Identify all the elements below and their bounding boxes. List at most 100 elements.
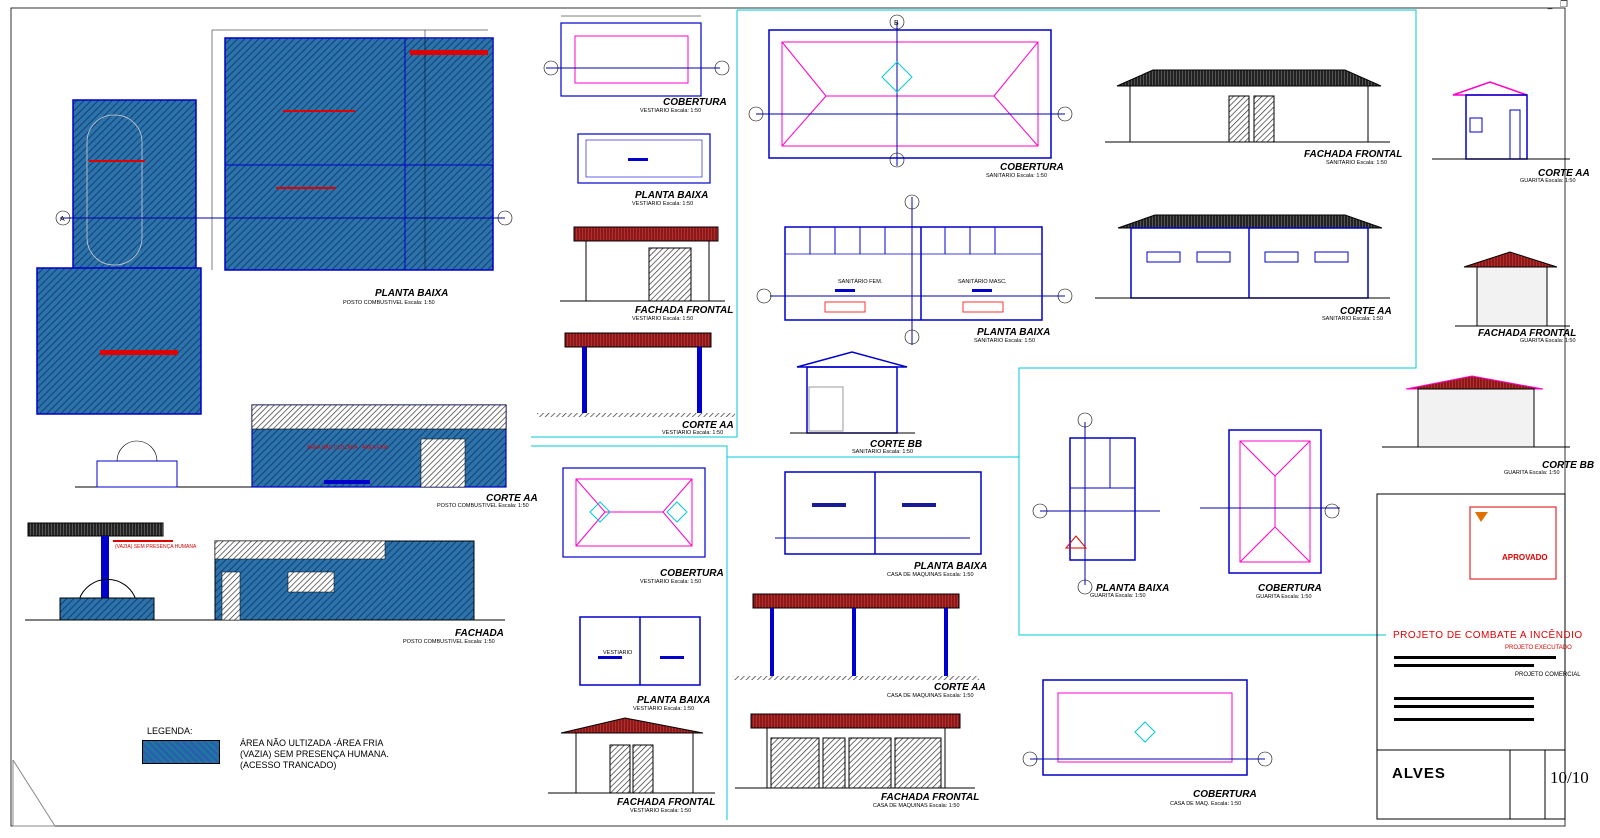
view-subtitle: POSTO COMBUSTIVEL Escala: 1:50 <box>343 300 435 306</box>
view-title: COBERTURA <box>1000 162 1064 173</box>
view-subtitle: SANITARIO Escala: 1:50 <box>1322 316 1383 322</box>
view-title: CORTE AA <box>1340 306 1392 317</box>
minimize-button[interactable]: _ <box>1547 0 1553 10</box>
guarita-cobertura <box>1200 429 1340 574</box>
view-title: FACHADA FRONTAL <box>881 792 979 803</box>
approved-stamp: APROVADO <box>1502 553 1548 562</box>
view-title: CORTE BB <box>870 439 922 450</box>
view-subtitle: POSTO COMBUSTIVEL Escala: 1:50 <box>437 503 529 509</box>
marker-label: B <box>894 20 899 27</box>
view-subtitle: SANITARIO Escala: 1:50 <box>1326 160 1387 166</box>
vestiario1-fachada <box>560 226 725 302</box>
guarita-planta <box>1040 422 1160 585</box>
restore-button[interactable]: ❐ <box>1559 0 1569 10</box>
view-title: FACHADA FRONTAL <box>617 797 715 808</box>
sanitario-corte-bb <box>790 351 915 434</box>
view-subtitle: CASA DE MAQUINAS Escala: 1:50 <box>887 693 974 699</box>
project-title: PROJETO DE COMBATE A INCÊNDIO <box>1393 630 1583 641</box>
legend-line: (ACESSO TRANCADO) <box>240 760 337 770</box>
view-title: COBERTURA <box>1258 583 1322 594</box>
sanitario-cobertura <box>756 22 1065 166</box>
posto-fachada <box>25 522 505 621</box>
vestiario2-planta <box>579 616 701 686</box>
view-subtitle: CASA DE MAQUINAS Escala: 1:50 <box>873 803 960 809</box>
view-title: CORTE AA <box>1538 168 1590 179</box>
view-title: CORTE AA <box>486 493 538 504</box>
sheet-border <box>10 7 1566 827</box>
view-title: CORTE AA <box>682 420 734 431</box>
view-title: CORTE BB <box>1542 460 1594 471</box>
maquinas-fachada <box>735 713 975 789</box>
sheet-number: 10/10 <box>1550 768 1589 787</box>
project-phase: PROJETO EXECUTADO <box>1505 645 1572 651</box>
ucs-axis-icon <box>12 759 56 827</box>
view-subtitle: SANITARIO Escala: 1:50 <box>852 449 913 455</box>
view-subtitle: SANITARIO Escala: 1:50 <box>986 173 1047 179</box>
sanitario-fachada <box>1105 69 1390 143</box>
sanitario-planta <box>770 197 1065 345</box>
view-title: PLANTA BAIXA <box>375 288 448 299</box>
posto-planta-baixa <box>36 29 505 415</box>
section-marker-a <box>55 60 1340 767</box>
view-subtitle: GUARITA Escala: 1:50 <box>1520 178 1576 184</box>
view-title: COBERTURA <box>660 568 724 579</box>
view-subtitle: CASA DE MAQUINAS Escala: 1:50 <box>887 572 974 578</box>
legend-swatch <box>142 740 220 764</box>
section-marker-b <box>889 14 1093 595</box>
view-subtitle: VESTIARIO Escala: 1:50 <box>630 808 691 814</box>
view-subtitle: VESTIARIO Escala: 1:50 <box>632 201 693 207</box>
company-logo: ALVES <box>1392 765 1446 782</box>
label-vestiario: VESTIARIO <box>603 650 633 656</box>
note-area-fria: ÁREA NÃO ULTIZADA - ÁREA FRIA <box>307 444 389 451</box>
vestiario1-cobertura <box>546 15 720 97</box>
view-subtitle: GUARITA Escala: 1:50 <box>1520 338 1576 344</box>
view-title: FACHADA FRONTAL <box>1304 149 1402 160</box>
note-sem-presenca: (VAZIA) SEM PRESENÇA HUMANA <box>115 544 197 550</box>
view-subtitle: GUARITA Escala: 1:50 <box>1256 594 1312 600</box>
legend-text: ÁREA NÃO ULTIZADA -ÁREA FRIA (VAZIA) SEM… <box>240 738 389 771</box>
label-sanitario-fem: SANITÁRIO FEM. <box>838 278 883 285</box>
viewport-frames <box>531 9 1417 820</box>
label-sanitario-masc: SANITÁRIO MASC. <box>958 278 1007 285</box>
legend-line: (VAZIA) SEM PRESENÇA HUMANA. <box>240 749 389 759</box>
marker-label: A <box>60 216 65 223</box>
posto-corte-aa <box>75 404 507 488</box>
view-title: FACHADA <box>455 628 504 639</box>
view-subtitle: GUARITA Escala: 1:50 <box>1090 593 1146 599</box>
view-subtitle: VESTIARIO Escala: 1:50 <box>633 706 694 712</box>
title-block <box>1376 493 1566 820</box>
maquinas-planta <box>775 471 982 555</box>
view-title: COBERTURA <box>663 97 727 108</box>
view-subtitle: GUARITA Escala: 1:50 <box>1504 470 1560 476</box>
guarita-corte-aa <box>1432 81 1570 160</box>
view-subtitle: SANITARIO Escala: 1:50 <box>974 338 1035 344</box>
maquinas-corte <box>733 593 979 680</box>
view-title: PLANTA BAIXA <box>637 695 710 706</box>
view-subtitle: VESTIARIO Escala: 1:50 <box>640 108 701 114</box>
legend-title: LEGENDA: <box>147 726 193 736</box>
view-title: PLANTA BAIXA <box>914 561 987 572</box>
view-subtitle: VESTIARIO Escala: 1:50 <box>640 579 701 585</box>
view-title: CORTE AA <box>934 682 986 693</box>
view-title: FACHADA FRONTAL <box>635 305 733 316</box>
view-title: FACHADA FRONTAL <box>1478 328 1576 339</box>
view-title: PLANTA BAIXA <box>635 190 708 201</box>
guarita-corte-bb <box>1382 375 1570 448</box>
maquinas-cobertura <box>1030 679 1265 776</box>
vestiario2-cobertura <box>562 467 706 558</box>
project-type: PROJETO COMERCIAL <box>1515 672 1581 678</box>
view-title: PLANTA BAIXA <box>1096 583 1169 594</box>
vestiario1-corte <box>537 332 735 417</box>
view-subtitle: CASA DE MAQ. Escala: 1:50 <box>1170 801 1241 807</box>
view-subtitle: POSTO COMBUSTIVEL Escala: 1:50 <box>403 639 495 645</box>
legend-line: ÁREA NÃO ULTIZADA -ÁREA FRIA <box>240 738 384 748</box>
view-subtitle: VESTIARIO Escala: 1:50 <box>662 430 723 436</box>
vestiario2-fachada <box>548 717 715 794</box>
guarita-fachada <box>1455 251 1570 327</box>
sanitario-corte-aa <box>1095 214 1390 299</box>
view-title: PLANTA BAIXA <box>977 327 1050 338</box>
view-subtitle: VESTIARIO Escala: 1:50 <box>632 316 693 322</box>
vestiario1-planta <box>577 133 711 184</box>
view-title: COBERTURA <box>1193 789 1257 800</box>
